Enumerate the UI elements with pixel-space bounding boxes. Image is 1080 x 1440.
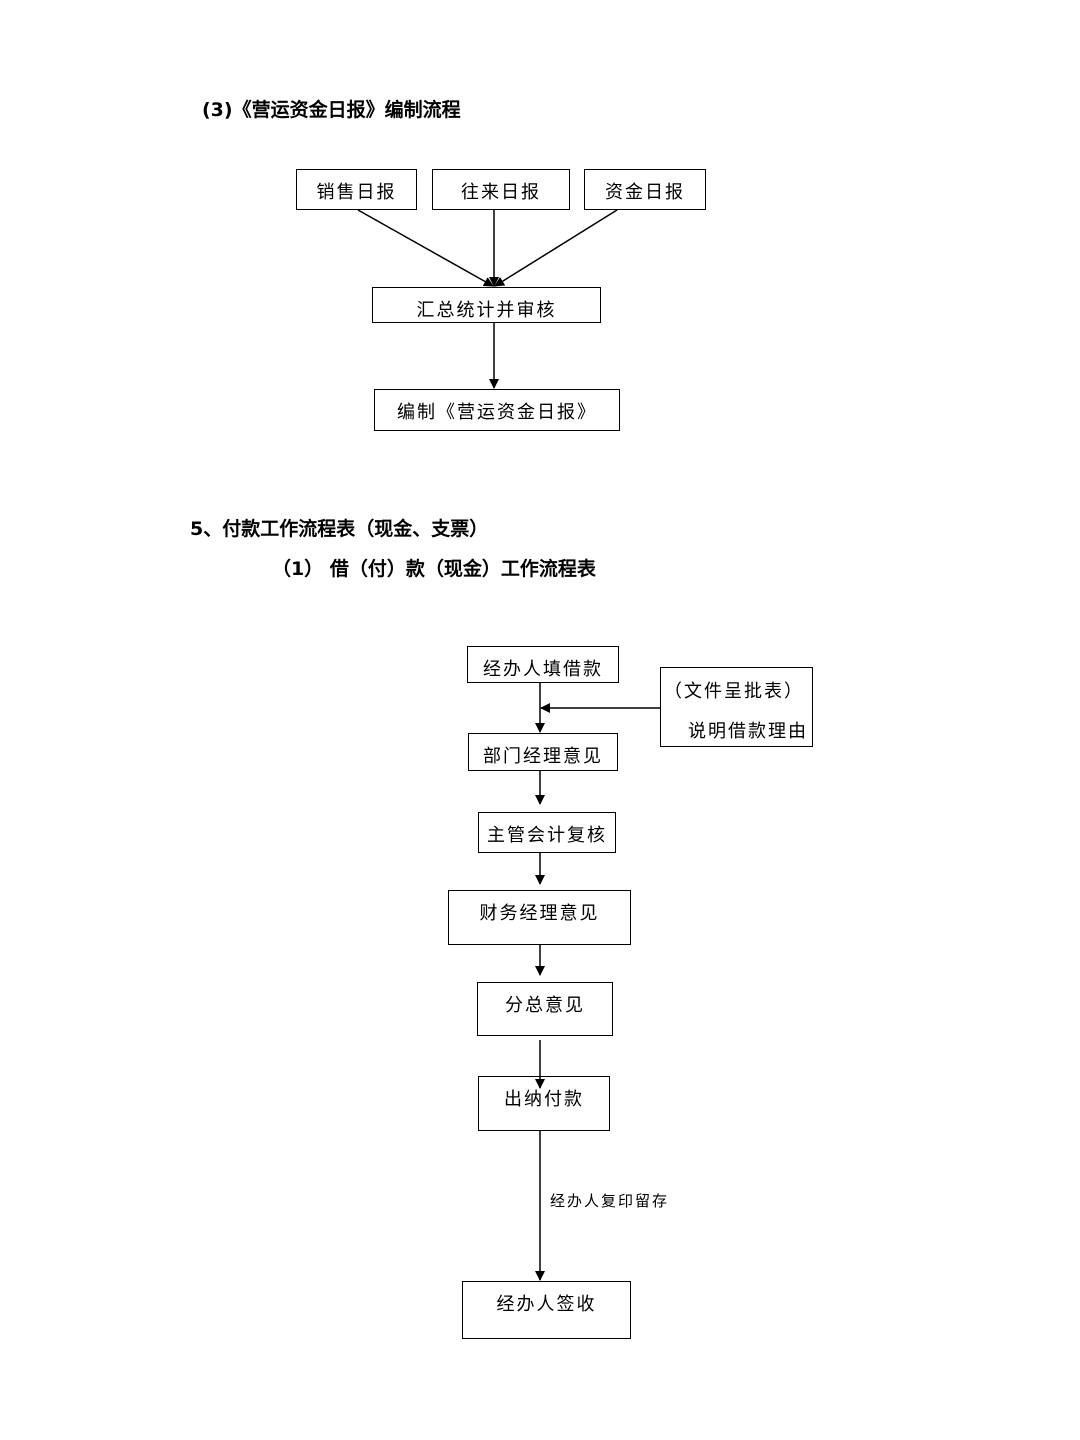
node-dept-manager: 部门经理意见 xyxy=(468,733,618,771)
node-fill-loan: 经办人填借款 xyxy=(467,646,619,683)
node-gm-opinion: 分总意见 xyxy=(477,982,613,1036)
node-sales-daily-label: 销售日报 xyxy=(316,182,397,203)
node-finance-manager-label: 财务经理意见 xyxy=(479,903,600,924)
node-chief-accountant: 主管会计复核 xyxy=(478,812,616,853)
edge-sales-to-summary xyxy=(357,209,494,287)
node-summary-review-label: 汇总统计并审核 xyxy=(416,300,557,321)
node-transactions-daily: 往来日报 xyxy=(432,169,570,210)
side-note-box: （文件呈批表） 说明借款理由 xyxy=(660,667,813,747)
section5-heading: 5、付款工作流程表（现金、支票） xyxy=(190,518,489,540)
node-sign-receipt: 经办人签收 xyxy=(462,1281,631,1339)
node-dept-manager-label: 部门经理意见 xyxy=(483,746,603,767)
side-note-line2: 说明借款理由 xyxy=(688,721,808,742)
node-compile-report-label: 编制《营运资金日报》 xyxy=(397,402,597,423)
node-summary-review: 汇总统计并审核 xyxy=(372,287,601,323)
node-finance-manager: 财务经理意见 xyxy=(448,890,631,945)
section5-subheading: （1） 借（付）款（现金）工作流程表 xyxy=(272,558,596,580)
node-funds-daily: 资金日报 xyxy=(584,169,706,210)
node-sign-receipt-label: 经办人签收 xyxy=(496,1294,597,1315)
edge-label-copy-retain: 经办人复印留存 xyxy=(550,1192,670,1210)
node-fill-loan-label: 经办人填借款 xyxy=(483,659,603,680)
node-compile-report: 编制《营运资金日报》 xyxy=(374,389,620,431)
node-gm-opinion-label: 分总意见 xyxy=(505,995,585,1016)
node-chief-accountant-label: 主管会计复核 xyxy=(487,825,607,846)
node-cashier-pay-label: 出纳付款 xyxy=(504,1089,584,1110)
section3-heading: (3)《营运资金日报》编制流程 xyxy=(202,99,461,121)
side-note-line1: （文件呈批表） xyxy=(664,681,804,702)
node-transactions-daily-label: 往来日报 xyxy=(461,182,541,203)
node-sales-daily: 销售日报 xyxy=(296,169,417,210)
node-funds-daily-label: 资金日报 xyxy=(605,182,685,203)
edge-funds-to-summary xyxy=(494,209,618,287)
